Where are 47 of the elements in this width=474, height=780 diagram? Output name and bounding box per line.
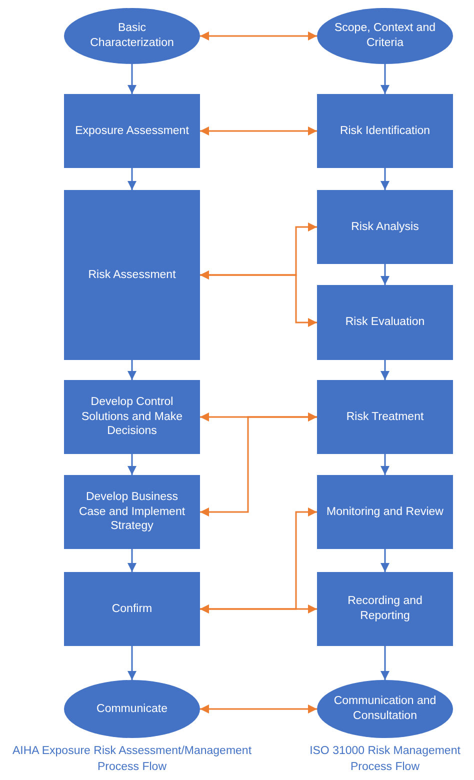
arrow: [200, 412, 317, 516]
process-box: [317, 572, 453, 646]
arrow: [200, 604, 317, 614]
node-label: Scope, Context and Criteria: [333, 21, 436, 51]
arrow: [200, 270, 317, 327]
arrow: [128, 168, 136, 190]
arrow: [128, 549, 136, 572]
process-box: [317, 475, 453, 549]
arrow: [380, 454, 390, 475]
process-box: [64, 475, 200, 549]
process-box: [64, 190, 200, 360]
arrow: [200, 32, 317, 40]
arrow: [128, 454, 136, 475]
arrow: [380, 360, 390, 380]
node-label: Communicate: [96, 702, 168, 716]
node-label: Risk Evaluation: [345, 315, 425, 330]
node-label: Basic Characterization: [89, 21, 175, 51]
process-box: [64, 572, 200, 646]
node-label: Exposure Assessment: [75, 124, 189, 138]
node-label: Confirm: [112, 602, 152, 616]
arrow: [380, 264, 390, 285]
arrow: [380, 646, 390, 680]
process-box: [317, 94, 453, 168]
arrow: [128, 360, 136, 380]
column-caption: AIHA Exposure Risk Assessment/Management Process Flow: [11, 744, 253, 775]
column-caption: ISO 31000 Risk Management Process Flow: [308, 744, 462, 775]
process-box: [64, 94, 200, 168]
node-label: Risk Treatment: [346, 410, 424, 424]
arrow: [380, 549, 390, 572]
node-label: Communication and Consultation: [332, 694, 438, 724]
arrow: [128, 646, 136, 680]
process-box: [317, 380, 453, 454]
process-box: [317, 285, 453, 360]
node-label: Develop Business Case and Implement Strategy: [78, 490, 186, 534]
arrow: [128, 64, 136, 94]
process-box: [64, 380, 200, 454]
arrow: [380, 168, 390, 190]
arrow: [200, 704, 317, 714]
node-label: Monitoring and Review: [326, 504, 444, 520]
node-label: Risk Analysis: [351, 220, 419, 234]
process-box: [317, 190, 453, 264]
node-label: Recording and Reporting: [346, 594, 424, 624]
node-label: Risk Assessment: [88, 268, 176, 282]
arrow: [200, 126, 317, 136]
arrow: [380, 64, 390, 94]
node-label: Develop Control Solutions and Make Decisions: [80, 394, 184, 440]
node-label: Risk Identification: [340, 124, 430, 138]
